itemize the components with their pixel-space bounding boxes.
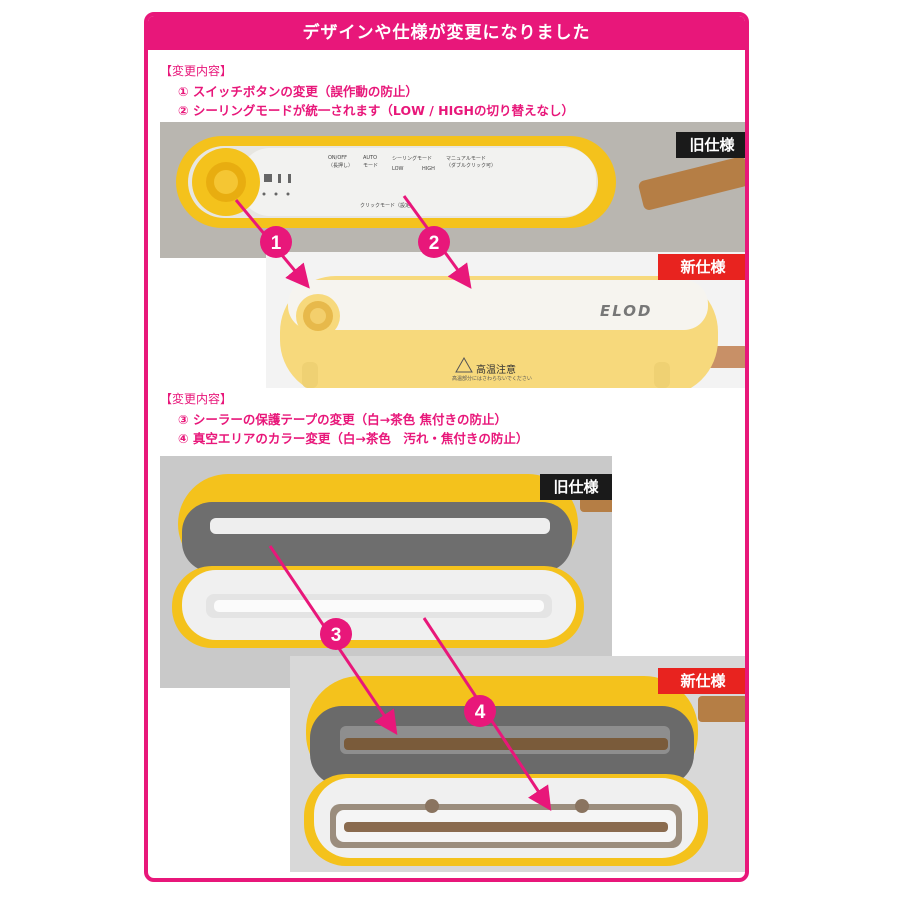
old-panel-label-low: LOW: [392, 166, 404, 172]
old-panel-label-doubleclick: （ダブルクリック可）: [446, 163, 497, 169]
change-item-1: ① スイッチボタンの変更（誤作動の防止）: [178, 84, 418, 99]
old-panel-label-mode: モード: [363, 163, 379, 169]
old-panel-label-high: HIGH: [422, 166, 435, 172]
badge-new-1: 新仕様: [658, 254, 745, 280]
photo-new-open: 新仕様: [290, 656, 745, 872]
photo-old-open: 旧仕様: [160, 456, 612, 688]
change-item-3: ③ シーラーの保護テープの変更（白→茶色 焦付きの防止）: [178, 412, 508, 427]
page-title: デザインや仕様が変更になりました: [148, 16, 745, 50]
content-frame: デザインや仕様が変更になりました 【変更内容】 ① スイッチボタンの変更（誤作動…: [144, 12, 749, 882]
old-panel-label-auto: AUTO: [363, 155, 378, 161]
old-panel-label-sealing: シーリングモード: [392, 156, 433, 162]
change-item-4: ④ 真空エリアのカラー変更（白→茶色 汚れ・焦付きの防止）: [178, 431, 529, 446]
badge-new-2: 新仕様: [658, 668, 745, 694]
section2-label: 【変更内容】: [160, 392, 233, 406]
badge-old-2: 旧仕様: [540, 474, 612, 500]
old-panel-label-longpress: （長押し）: [328, 163, 354, 169]
old-panel-label-onoff: ON/OFF: [328, 155, 348, 161]
warning-label: 高温注意: [476, 365, 516, 376]
badge-old-1: 旧仕様: [676, 132, 745, 158]
old-panel-label-manual: マニュアルモード: [446, 156, 486, 162]
brand-logo: ELOD: [600, 302, 653, 320]
photo-old-panel: ON/OFF （長押し） AUTO モード シーリングモード LOW HIGH …: [160, 122, 745, 258]
old-panel-label-click-mode: クリックモード（設定）: [360, 203, 416, 209]
change-item-2: ② シーリングモードが統一されます（LOW / HIGHの切り替えなし）: [178, 103, 574, 118]
photo-new-panel: ELOD 高温注意 高温部分にはさわらないでください 新仕様: [266, 252, 745, 388]
section1-label: 【変更内容】: [160, 64, 233, 78]
warning-subtext: 高温部分にはさわらないでください: [452, 376, 532, 382]
